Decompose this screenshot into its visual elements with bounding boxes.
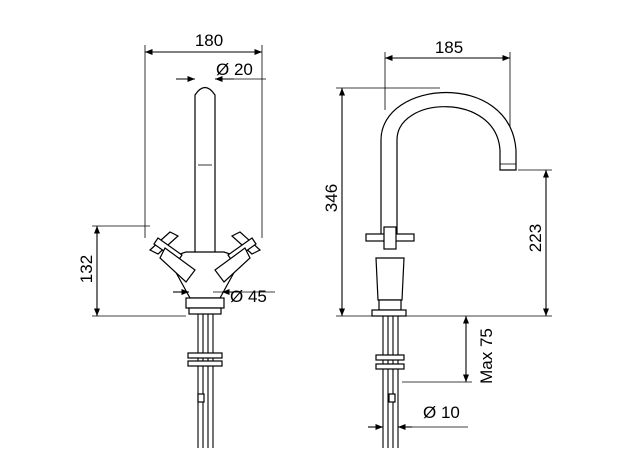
base-diameter-label: Ø 45: [230, 287, 267, 306]
height-label: 132: [77, 255, 96, 283]
side-body: [375, 257, 405, 301]
side-mounting-rods: [375, 316, 405, 448]
front-right-handle: [214, 231, 262, 283]
total-height-label: 346: [322, 184, 341, 212]
side-gooseneck-spout: [380, 92, 517, 236]
front-view: 180 Ø 20 Ø 45: [77, 31, 275, 448]
front-spout-tube: [194, 86, 216, 263]
side-handle: [365, 226, 415, 250]
width-label: 180: [195, 31, 223, 50]
front-base: [185, 297, 225, 309]
spout-diameter-label: Ø 20: [216, 60, 253, 79]
reach-label: 185: [435, 38, 463, 57]
side-base-flange: [371, 309, 407, 317]
hose-diameter-label: Ø 10: [423, 403, 460, 422]
outlet-height-label: 223: [526, 224, 545, 252]
side-view: 185 346 223 Max 75: [322, 38, 552, 448]
side-base: [378, 299, 402, 311]
front-base-flange: [188, 307, 222, 315]
front-mounting-rods: [187, 314, 223, 448]
max-deck-label: Max 75: [477, 328, 496, 384]
front-left-handle: [148, 231, 196, 283]
